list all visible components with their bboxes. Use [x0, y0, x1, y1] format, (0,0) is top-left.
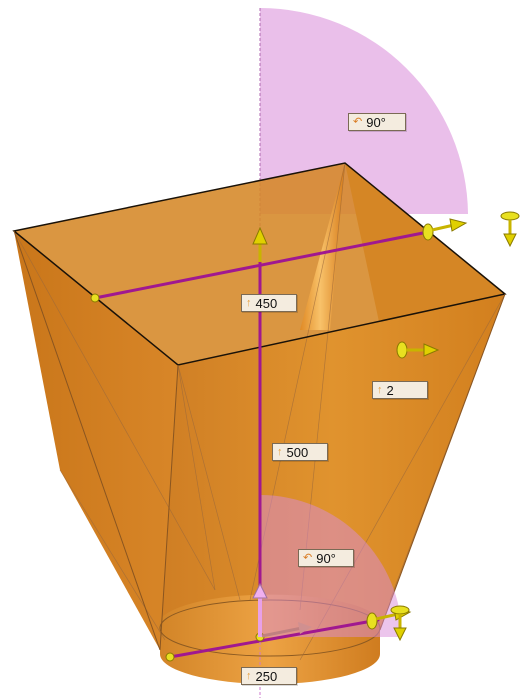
bottom-diameter-value: 250: [255, 668, 278, 684]
thickness-label[interactable]: ↑ 2: [372, 381, 428, 399]
bottom-left-point[interactable]: [165, 652, 175, 662]
bottom-angle-label[interactable]: ↶ 90°: [298, 549, 354, 567]
bottom-width-line: [168, 618, 380, 659]
bottom-angle-value: 90°: [316, 550, 336, 566]
bottom-corner-handle-icon[interactable]: [390, 605, 410, 642]
top-corner-handle-icon[interactable]: [500, 211, 520, 248]
top-right-gizmo-icon[interactable]: [422, 218, 468, 241]
bottom-diameter-label[interactable]: ↑ 250: [241, 667, 297, 685]
height-drag-arrow-icon[interactable]: [252, 226, 268, 262]
top-angle-label[interactable]: ↶ 90°: [348, 113, 406, 131]
thickness-gizmo-icon[interactable]: [396, 341, 440, 359]
arrow-up-icon: ↑: [277, 445, 283, 458]
inner-cone: [300, 163, 345, 330]
height-body-value: 500: [286, 444, 309, 460]
bottom-height-arrow-icon[interactable]: [252, 582, 312, 638]
thickness-value: 2: [386, 382, 394, 398]
left-face: [14, 231, 178, 650]
top-angle-value: 90°: [366, 114, 386, 130]
arrow-up-icon: ↑: [246, 296, 252, 309]
arrow-up-icon: ↑: [377, 383, 383, 396]
top-angle-sector: [260, 7, 468, 214]
height-top-value: 450: [255, 295, 278, 311]
arrow-up-icon: ↑: [246, 669, 252, 682]
height-top-label[interactable]: ↑ 450: [241, 294, 297, 312]
top-left-point[interactable]: [90, 293, 100, 303]
rotate-icon: ↶: [353, 115, 363, 128]
height-body-label[interactable]: ↑ 500: [272, 443, 328, 461]
rotate-icon: ↶: [303, 551, 313, 564]
